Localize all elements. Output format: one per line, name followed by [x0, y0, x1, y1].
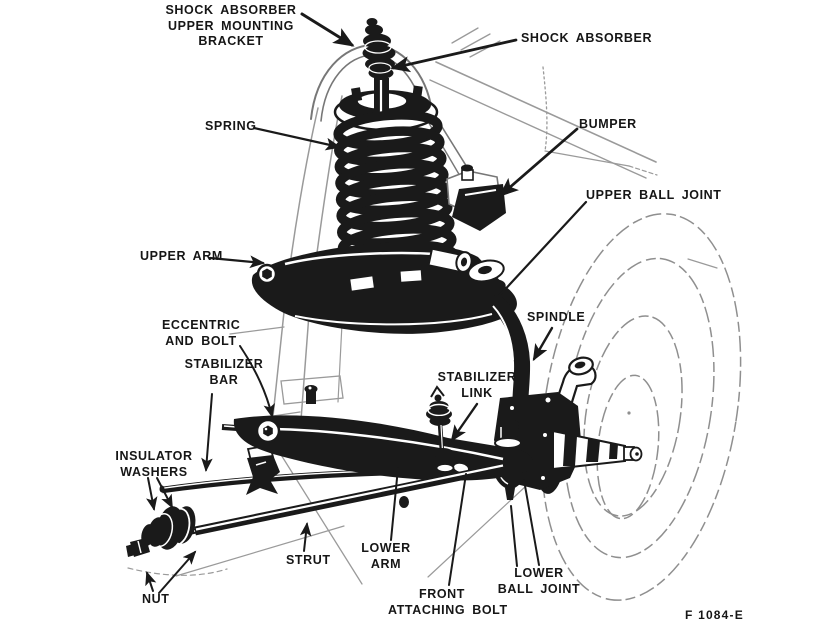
stabilizer-link-drawing	[426, 385, 457, 473]
label-line: AND BOLT	[165, 333, 237, 348]
label-line: STABILIZER	[437, 370, 517, 384]
label-line: ECCENTRIC	[162, 318, 241, 332]
label-line: BAR	[209, 372, 239, 387]
label-lower-arm: LOWER ARM	[357, 541, 415, 572]
label-spring: SPRING	[205, 119, 257, 133]
bumper-drawing	[446, 164, 506, 231]
leader-stabilizer-link	[450, 402, 479, 442]
leader-lower-ball-joint-1	[510, 505, 518, 567]
leader-insulator-washer-2	[156, 477, 173, 509]
leader-spring	[252, 126, 342, 151]
label-front-attaching-bolt: FRONT ATTACHING BOLT	[388, 587, 508, 618]
label-spindle: SPINDLE	[527, 310, 586, 324]
label-line: BRACKET	[198, 34, 264, 48]
strut-drawing	[126, 462, 505, 557]
leader-lines	[145, 12, 588, 594]
label-line: WASHERS	[120, 464, 188, 479]
leader-eccentric-and-bolt	[239, 345, 275, 418]
leader-nut-2	[158, 550, 197, 594]
label-upper-arm: UPPER ARM	[140, 249, 223, 263]
label-shock-absorber-upper-mounting-bracket: SHOCK ABSORBER UPPER MOUNTING BRACKET	[157, 3, 305, 50]
label-line: LOWER	[514, 566, 564, 580]
leader-strut	[299, 522, 312, 552]
label-line: ATTACHING BOLT	[388, 602, 508, 617]
upper-arm-drawing	[251, 242, 517, 334]
label-strut: STRUT	[286, 553, 331, 567]
label-line: ARM	[370, 556, 402, 571]
leader-shock-bracket	[300, 12, 355, 47]
label-line: BALL JOINT	[497, 581, 581, 596]
label-lower-ball-joint: LOWER BALL JOINT	[497, 566, 581, 597]
leader-insulator-washer-1	[146, 477, 158, 511]
label-line: UPPER MOUNTING	[168, 18, 294, 33]
label-line: LOWER	[361, 541, 411, 555]
label-line: FRONT	[418, 587, 466, 601]
label-nut: NUT	[142, 592, 170, 606]
leader-upper-arm	[208, 255, 266, 269]
label-line: STABILIZER	[184, 357, 264, 371]
label-bumper: BUMPER	[579, 117, 637, 131]
label-upper-ball-joint: UPPER BALL JOINT	[586, 188, 722, 202]
label-line: LINK	[461, 385, 493, 400]
label-insulator-washers: INSULATOR WASHERS	[111, 449, 197, 480]
leader-lower-arm	[390, 467, 399, 541]
label-shock-absorber: SHOCK ABSORBER	[521, 31, 653, 45]
leader-shock-absorber	[390, 38, 518, 73]
label-line: SHOCK ABSORBER	[165, 3, 297, 17]
label-eccentric-and-bolt: ECCENTRIC AND BOLT	[162, 318, 240, 349]
leader-spindle	[532, 326, 554, 362]
leader-front-attaching-bolt	[448, 473, 467, 586]
leader-stabilizer-bar	[201, 393, 213, 472]
stabilizer-bar-drawing	[159, 439, 433, 495]
leader-nut-1	[145, 571, 157, 592]
figure-code: F 1084-E	[685, 608, 744, 622]
label-stabilizer-bar: STABILIZER BAR	[178, 357, 270, 388]
label-line: INSULATOR	[115, 449, 193, 463]
leader-lower-ball-joint-2	[523, 479, 540, 566]
wheel-tire-sketch	[540, 213, 742, 601]
leader-bumper	[498, 127, 579, 197]
label-stabilizer-link: STABILIZER LINK	[437, 370, 517, 401]
leader-upper-ball-joint	[497, 200, 588, 298]
